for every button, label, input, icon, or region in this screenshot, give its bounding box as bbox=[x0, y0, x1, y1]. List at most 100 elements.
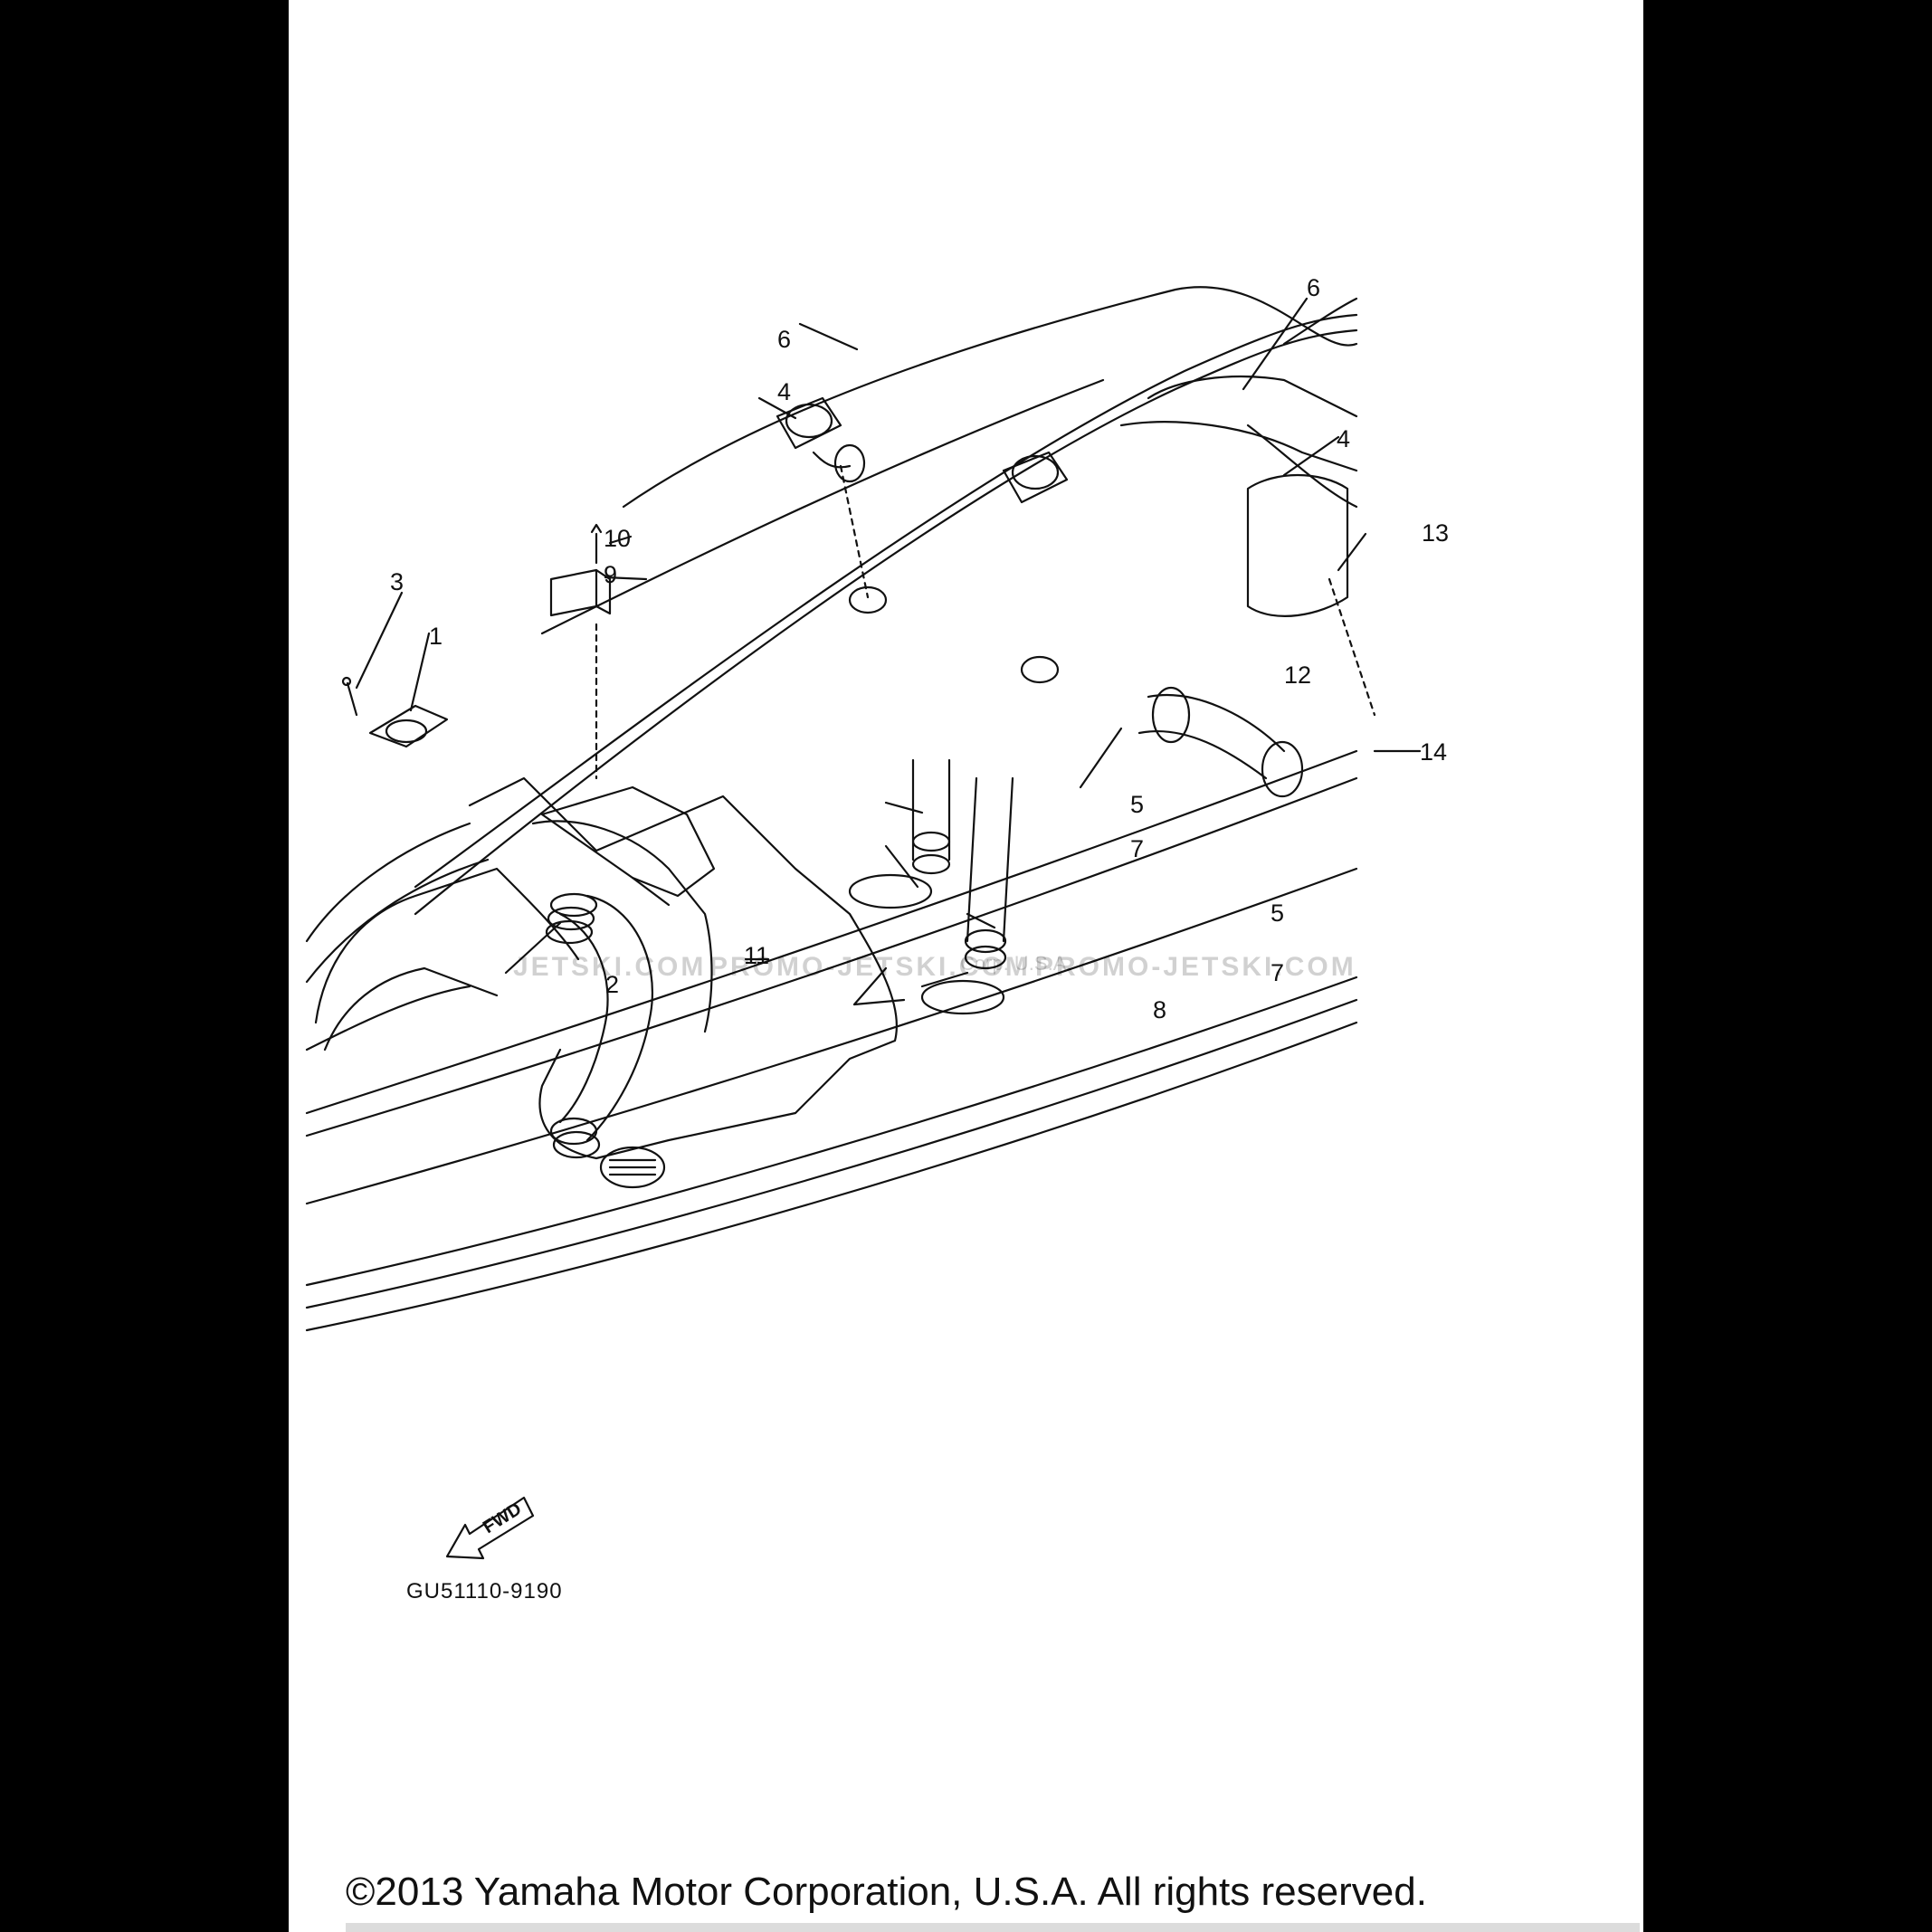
hull-deck-line bbox=[540, 378, 1105, 635]
hull-deck-line bbox=[622, 286, 1358, 509]
hull-side bbox=[305, 822, 471, 943]
callout-13: 13 bbox=[1422, 519, 1450, 547]
watermark: PROMO-JETSKI.COM bbox=[1035, 952, 1356, 982]
center-bracket bbox=[540, 785, 716, 898]
callout-5: 5 bbox=[1271, 899, 1285, 927]
deck-hole bbox=[848, 585, 888, 614]
assembly-line bbox=[1328, 577, 1376, 717]
leader-line bbox=[757, 396, 797, 420]
front-panel bbox=[531, 820, 713, 1033]
leader-line bbox=[1337, 532, 1367, 572]
vent-4-grille bbox=[1011, 454, 1060, 490]
callout-5: 5 bbox=[1130, 791, 1145, 818]
relay-9 bbox=[595, 568, 612, 615]
hull-side bbox=[305, 858, 490, 984]
vent-4-grille bbox=[785, 403, 833, 439]
center-bracket bbox=[631, 876, 671, 907]
hull-gunwale bbox=[305, 1021, 1358, 1332]
footer-strip bbox=[346, 1923, 1640, 1932]
rivet-3 bbox=[346, 681, 358, 717]
watermark: Corp. U.S.A. bbox=[960, 952, 1072, 975]
hose-2 bbox=[585, 894, 653, 1142]
leader-line bbox=[1242, 297, 1309, 391]
leader-line bbox=[966, 912, 996, 929]
drawing-code: GU51110-9190 bbox=[406, 1579, 563, 1604]
hull-gunwale bbox=[305, 976, 1358, 1287]
callout-9: 9 bbox=[604, 561, 618, 588]
duct-12-end bbox=[1261, 740, 1304, 798]
vent-4-collar bbox=[833, 443, 866, 483]
leader-line bbox=[1079, 727, 1123, 789]
hose-5 bbox=[911, 758, 951, 861]
leader-line bbox=[884, 844, 919, 889]
callout-7: 7 bbox=[1130, 835, 1145, 862]
leader-line bbox=[884, 801, 924, 814]
callout-10: 10 bbox=[604, 525, 632, 552]
deck-hole bbox=[1020, 655, 1060, 684]
rear-deck bbox=[1246, 424, 1358, 509]
callout-4: 4 bbox=[777, 378, 792, 405]
engine-bay-tray bbox=[323, 966, 499, 1052]
assembly-line bbox=[839, 464, 870, 599]
leader-line bbox=[604, 576, 648, 581]
hose-2-end bbox=[552, 1130, 601, 1159]
band-7 bbox=[848, 873, 933, 909]
hose-5-end bbox=[911, 853, 951, 875]
callout-14: 14 bbox=[1420, 738, 1448, 766]
fwd-arrow-icon: FWD bbox=[445, 1496, 535, 1560]
band-7 bbox=[920, 979, 1005, 1015]
leader-line bbox=[608, 535, 633, 545]
leader-line bbox=[852, 966, 906, 1006]
callout-2: 2 bbox=[605, 971, 620, 998]
hose-2-bellow bbox=[545, 919, 594, 945]
duct-12 bbox=[1137, 729, 1268, 780]
floor-drain bbox=[599, 1146, 666, 1189]
hull-deck-line bbox=[414, 328, 1358, 916]
callout-6: 6 bbox=[777, 326, 792, 353]
hull-side bbox=[305, 985, 471, 1052]
duct-12-end bbox=[1151, 686, 1191, 744]
copyright: ©2013 Yamaha Motor Corporation, U.S.A. A… bbox=[346, 1870, 1427, 1914]
duct-12 bbox=[1147, 693, 1286, 753]
storage-recess bbox=[1246, 473, 1349, 617]
leader-line bbox=[920, 971, 969, 988]
callout-3: 3 bbox=[390, 568, 404, 595]
leader-line bbox=[1282, 435, 1340, 477]
callout-8: 8 bbox=[1153, 996, 1167, 1023]
cover-1 bbox=[368, 704, 449, 748]
hull-gunwale bbox=[305, 998, 1358, 1309]
hose-5-end bbox=[964, 945, 1007, 970]
callout-7: 7 bbox=[1271, 959, 1285, 986]
hull-gunwale bbox=[305, 867, 1358, 1205]
diagram-sheet: 3 1 10 9 6 4 6 4 13 12 14 5 5 7 7 8 11 2… bbox=[289, 0, 1643, 1932]
callout-11: 11 bbox=[744, 942, 770, 969]
hose-2 bbox=[558, 912, 609, 1124]
rivet-10 bbox=[590, 523, 603, 534]
hose-5-end bbox=[964, 928, 1007, 954]
floor-drain bbox=[608, 1158, 657, 1176]
callout-6: 6 bbox=[1307, 274, 1321, 301]
watermark: JETSKI.COM bbox=[513, 952, 707, 982]
hull-gunwale bbox=[305, 776, 1358, 1137]
parts-diagram bbox=[305, 286, 1422, 1332]
tank-outline bbox=[468, 776, 899, 1160]
rivet-3-head bbox=[341, 676, 352, 687]
callout-1: 1 bbox=[429, 623, 443, 650]
leader-line bbox=[798, 322, 859, 351]
hose-2-bellow bbox=[549, 892, 598, 918]
hose-2-bellow bbox=[547, 906, 595, 931]
leader-line bbox=[504, 921, 562, 975]
callout-4: 4 bbox=[1337, 425, 1351, 452]
leader-line bbox=[355, 591, 404, 690]
engine-bay-tray bbox=[314, 867, 580, 1024]
leader-line bbox=[409, 632, 431, 712]
vent-4 bbox=[1002, 451, 1069, 504]
cover-1-ring bbox=[385, 719, 428, 744]
hose-5-end bbox=[911, 831, 951, 852]
hull-gunwale bbox=[305, 749, 1358, 1115]
rear-deck bbox=[1282, 297, 1358, 346]
watermark: PROMO-JETSKI.COM bbox=[709, 952, 1031, 982]
hose-2-end bbox=[549, 1117, 598, 1146]
callout-12: 12 bbox=[1284, 661, 1312, 689]
relay-9 bbox=[549, 568, 598, 617]
